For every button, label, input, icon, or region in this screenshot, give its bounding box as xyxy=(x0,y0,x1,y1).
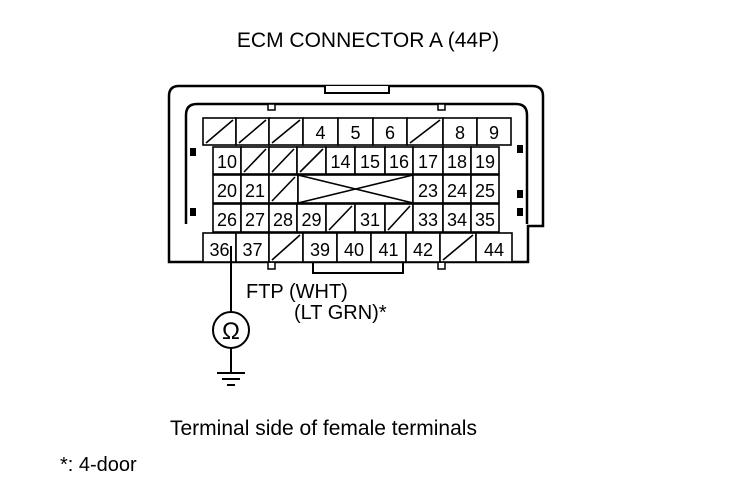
terminal-42 xyxy=(405,232,441,263)
blank-slash-mark xyxy=(387,205,411,231)
diagram-caption: Terminal side of female terminals xyxy=(170,417,477,440)
terminal-number: 8 xyxy=(455,123,465,143)
terminal-26 xyxy=(212,203,242,233)
terminal-number: 6 xyxy=(385,123,395,143)
terminal-25 xyxy=(470,174,500,204)
terminal-5 xyxy=(337,117,374,146)
terminal-number: 40 xyxy=(344,240,364,260)
blank-cross-mark xyxy=(297,174,414,204)
terminal-37 xyxy=(235,232,270,263)
terminal-19 xyxy=(470,146,500,175)
terminal-44 xyxy=(475,232,513,263)
terminal-20 xyxy=(212,174,242,204)
terminal-40 xyxy=(336,232,372,263)
terminal-number: 29 xyxy=(301,210,321,230)
blank-slash-mark xyxy=(238,119,267,144)
terminal-number: 35 xyxy=(475,210,495,230)
terminal-10 xyxy=(212,146,242,175)
terminal-35 xyxy=(470,203,500,233)
terminal-number: 36 xyxy=(209,240,229,260)
terminal-4 xyxy=(302,117,339,146)
terminal-number: 26 xyxy=(217,210,237,230)
terminal-number: 33 xyxy=(418,210,438,230)
terminal-number: 10 xyxy=(217,152,237,172)
blank-slash-mark xyxy=(271,176,296,202)
terminal-28 xyxy=(268,203,298,233)
terminal-number: 27 xyxy=(245,210,265,230)
terminal-number: 41 xyxy=(378,240,398,260)
terminal-number: 16 xyxy=(389,152,409,172)
terminal-14 xyxy=(325,146,356,175)
blank-slash-mark xyxy=(271,148,295,173)
side-tabs xyxy=(190,145,523,216)
wire-label-alt: (LT GRN)* xyxy=(294,302,387,324)
terminal-number: 4 xyxy=(315,123,325,143)
terminal-number: 21 xyxy=(245,181,265,201)
terminal-number: 37 xyxy=(242,240,262,260)
blank-slash-mark xyxy=(328,205,353,231)
terminal-number: 42 xyxy=(413,240,433,260)
terminal-number: 15 xyxy=(360,152,380,172)
terminal-9 xyxy=(476,117,512,146)
terminal-number: 28 xyxy=(273,210,293,230)
blank-slash-mark xyxy=(409,119,441,144)
blank-slash-mark xyxy=(271,119,301,144)
diagram-title: ECM CONNECTOR A (44P) xyxy=(236,29,500,52)
terminal-29 xyxy=(296,203,327,233)
terminal-number: 20 xyxy=(217,181,237,201)
terminal-number: 34 xyxy=(447,210,467,230)
terminal-33 xyxy=(412,203,444,233)
terminal-number: 23 xyxy=(418,181,438,201)
blank-slash-mark xyxy=(271,234,301,261)
terminal-number: 24 xyxy=(447,181,467,201)
wire-label: FTP (WHT) xyxy=(246,281,348,303)
blank-slash-mark xyxy=(243,148,267,173)
terminal-6 xyxy=(372,117,408,146)
terminal-number: 31 xyxy=(360,210,380,230)
blank-slash-mark xyxy=(442,234,474,261)
terminal-23 xyxy=(412,174,444,204)
terminal-number: 18 xyxy=(447,152,467,172)
terminal-number: 44 xyxy=(484,240,504,260)
terminal-21 xyxy=(240,174,270,204)
terminal-grid: 4 5 6 8 9 10 14 15 16 17 18 19 20 21 23 24 25 26 27 28 29 31 3… xyxy=(202,117,513,263)
ground-icon xyxy=(217,372,245,386)
terminal-number: 39 xyxy=(310,240,330,260)
connector-latch xyxy=(324,86,390,94)
terminal-8 xyxy=(442,117,478,146)
terminal-number: 14 xyxy=(330,152,350,172)
probe-wire xyxy=(212,246,250,372)
terminal-number: 19 xyxy=(475,152,495,172)
blank-slash-mark xyxy=(205,119,234,144)
terminal-number: 17 xyxy=(418,152,438,172)
terminal-number: 9 xyxy=(489,123,499,143)
footnote: *: 4-door xyxy=(60,454,137,476)
terminal-34 xyxy=(442,203,472,233)
connector-key xyxy=(312,262,404,274)
terminal-number: 5 xyxy=(350,123,360,143)
ohm-symbol: Ω xyxy=(222,318,240,345)
connector-housing xyxy=(167,84,545,264)
blank-slash-mark xyxy=(299,148,324,173)
terminal-number: 25 xyxy=(475,181,495,201)
